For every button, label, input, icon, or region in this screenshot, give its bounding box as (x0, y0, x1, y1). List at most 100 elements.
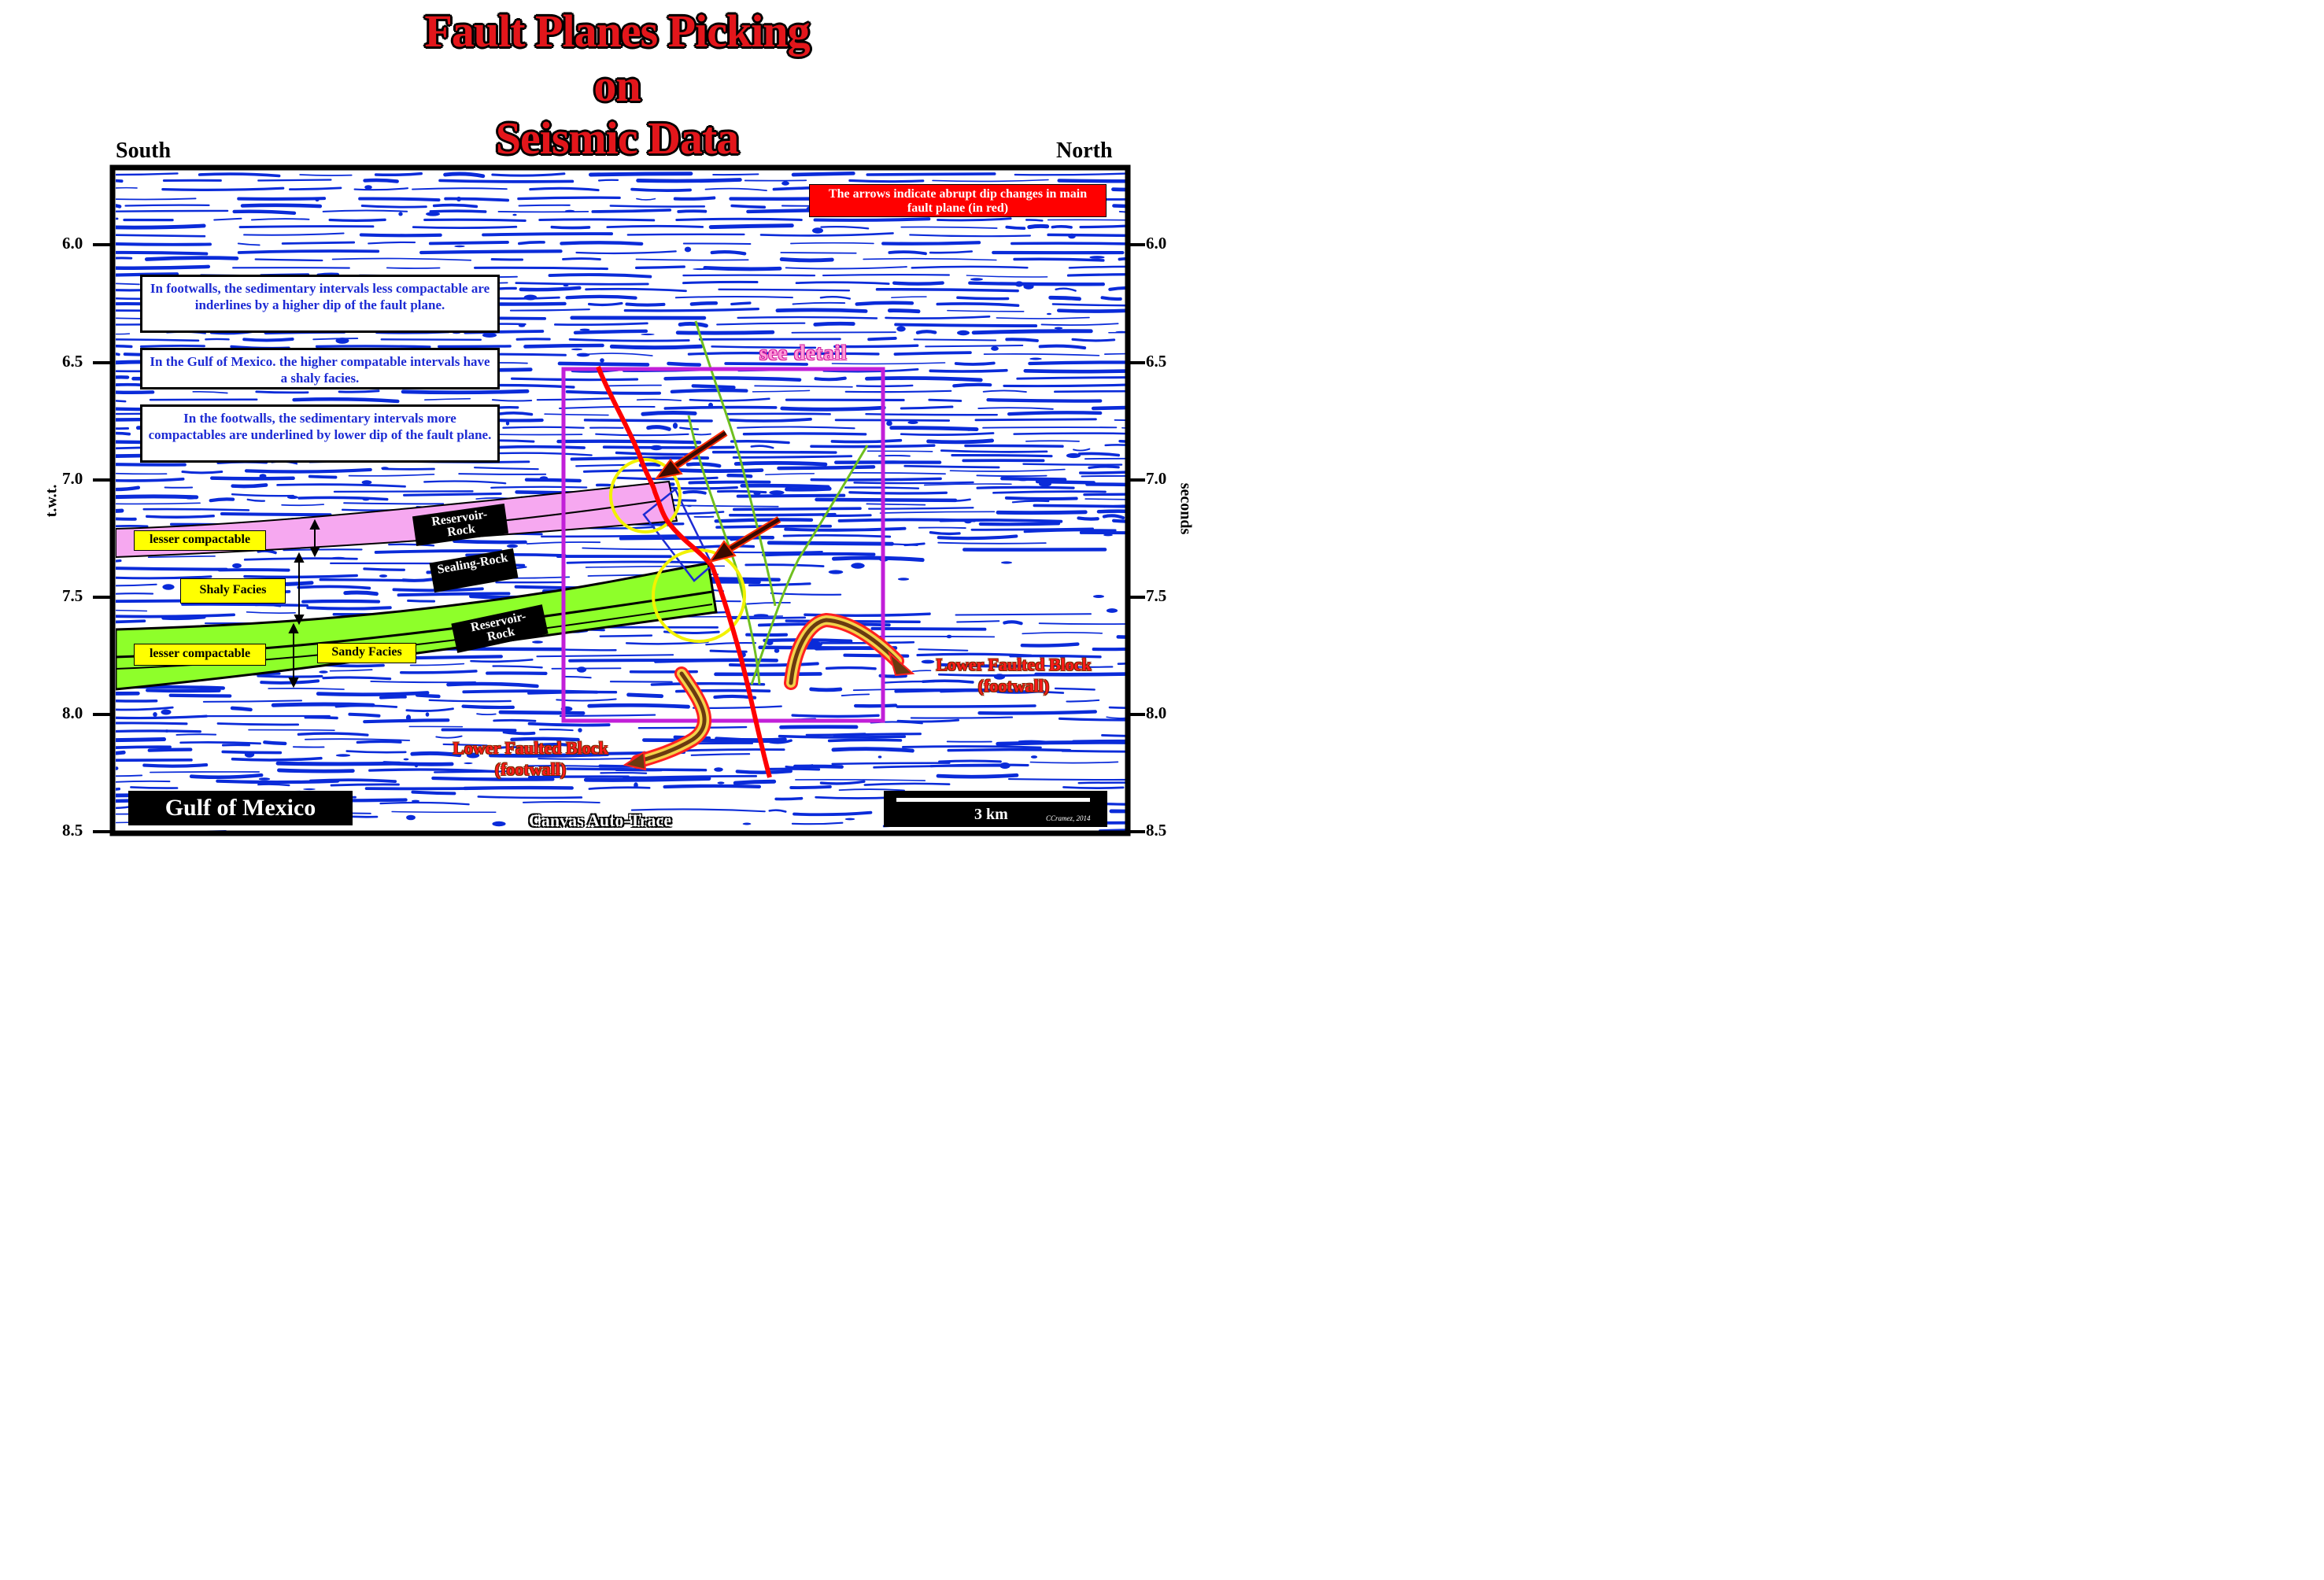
reflector-segment (116, 583, 157, 587)
reflector-segment (879, 511, 996, 514)
reflector-speck (1054, 327, 1063, 330)
reflector-segment (936, 302, 1020, 308)
reflector-segment (1013, 257, 1105, 262)
reflector-segment (403, 492, 502, 497)
reflector-segment (116, 774, 143, 777)
reflector-segment (925, 345, 1024, 348)
reflector-segment (424, 397, 471, 401)
reflector-segment (116, 204, 122, 209)
reflector-speck (482, 333, 497, 338)
reflector-segment (391, 810, 497, 814)
reflector-speck (532, 640, 543, 644)
reflector-segment (116, 217, 119, 220)
reflector-segment (726, 412, 831, 415)
reflector-speck (1039, 481, 1051, 487)
reflector-segment (830, 438, 903, 444)
reflector-speck (641, 333, 655, 336)
reflector-segment (730, 204, 767, 209)
direction-north: North (1056, 138, 1113, 163)
reflector-segment (515, 338, 551, 341)
reflector-segment (297, 585, 371, 590)
reflector-segment (795, 778, 926, 781)
reflector-segment (116, 575, 212, 580)
reflector-segment (677, 209, 708, 213)
reflector-segment (444, 197, 510, 202)
title-line-2: on (593, 60, 641, 111)
reflector-segment (937, 217, 1012, 222)
reflector-segment (1077, 452, 1121, 457)
reflector-segment (1091, 405, 1126, 411)
reflector-segment (790, 242, 874, 245)
reflector-speck (1068, 233, 1076, 239)
reflector-segment (237, 249, 380, 254)
reflector-segment (230, 706, 253, 712)
reflector-segment (850, 472, 946, 475)
reflector-segment (630, 187, 692, 192)
section-frame (109, 164, 1131, 836)
reflector-segment (334, 704, 398, 708)
reflector-segment (292, 397, 400, 404)
reflector-segment (712, 173, 759, 176)
reflector-segment (947, 748, 1072, 752)
reflector-segment (1114, 419, 1126, 421)
reflector-segment (560, 241, 644, 246)
axis-label-seconds: seconds (1177, 482, 1195, 535)
reflector-speck (1066, 452, 1081, 459)
reflector-segment (900, 405, 954, 410)
reflector-speck (303, 788, 316, 791)
label-see-detail: see detail (759, 341, 848, 364)
reflector-segment (705, 641, 757, 646)
reflector-speck (634, 782, 638, 788)
reflector-segment (428, 699, 512, 703)
reflector-segment (636, 198, 656, 201)
reflector-segment (509, 308, 590, 312)
tick-right-7-0: 7.0 (1146, 469, 1167, 488)
reflector-segment (348, 473, 435, 477)
reflector-speck (650, 445, 663, 451)
reflector-segment (1068, 265, 1126, 269)
reflector-segment (977, 710, 1097, 715)
reflector-segment (275, 761, 401, 766)
reflector-segment (873, 764, 1003, 769)
reflector-segment (438, 179, 575, 183)
reflector-segment (244, 467, 372, 474)
axis-label-twt: t.w.t. (42, 484, 61, 518)
reflector-segment (502, 426, 585, 429)
reflector-speck (964, 519, 972, 524)
reflector-speck (505, 421, 510, 426)
reflector-speck (1014, 281, 1024, 287)
reflector-segment (116, 463, 187, 467)
reflector-segment (277, 768, 355, 773)
label-lesser-compactable-top: lesser compactable (134, 530, 266, 551)
reflector-segment (517, 240, 545, 245)
reflector-segment (682, 274, 816, 277)
reflector-segment (116, 234, 206, 238)
reflector-segment (937, 534, 1018, 541)
reflector-segment (937, 541, 1047, 545)
reflector-segment (996, 316, 1090, 319)
reflector-segment (833, 733, 922, 737)
reflector-segment (918, 526, 966, 529)
software-label: Canvas Auto-Trace (529, 810, 672, 830)
reflector-segment (670, 388, 748, 394)
tick-right-7-5: 7.5 (1146, 586, 1167, 605)
reflector-segment (116, 478, 185, 482)
reflector-segment (331, 257, 472, 261)
reflector-segment (900, 226, 998, 229)
reflector-segment (936, 773, 1019, 779)
reflector-segment (289, 186, 342, 190)
reflector-segment (1027, 223, 1050, 230)
reflector-segment (490, 485, 588, 489)
reflector-speck (411, 799, 420, 803)
reflector-segment (716, 322, 806, 326)
reflector-speck (1103, 533, 1113, 537)
reflector-segment (752, 389, 811, 393)
reflector-segment (646, 775, 758, 779)
reflector-segment (536, 654, 674, 658)
reflector-segment (635, 265, 685, 269)
reflector-segment (1100, 296, 1122, 301)
reflector-segment (147, 748, 193, 752)
reflector-segment (142, 508, 250, 511)
reflector-segment (964, 444, 1064, 448)
reflector-segment (1014, 172, 1126, 176)
